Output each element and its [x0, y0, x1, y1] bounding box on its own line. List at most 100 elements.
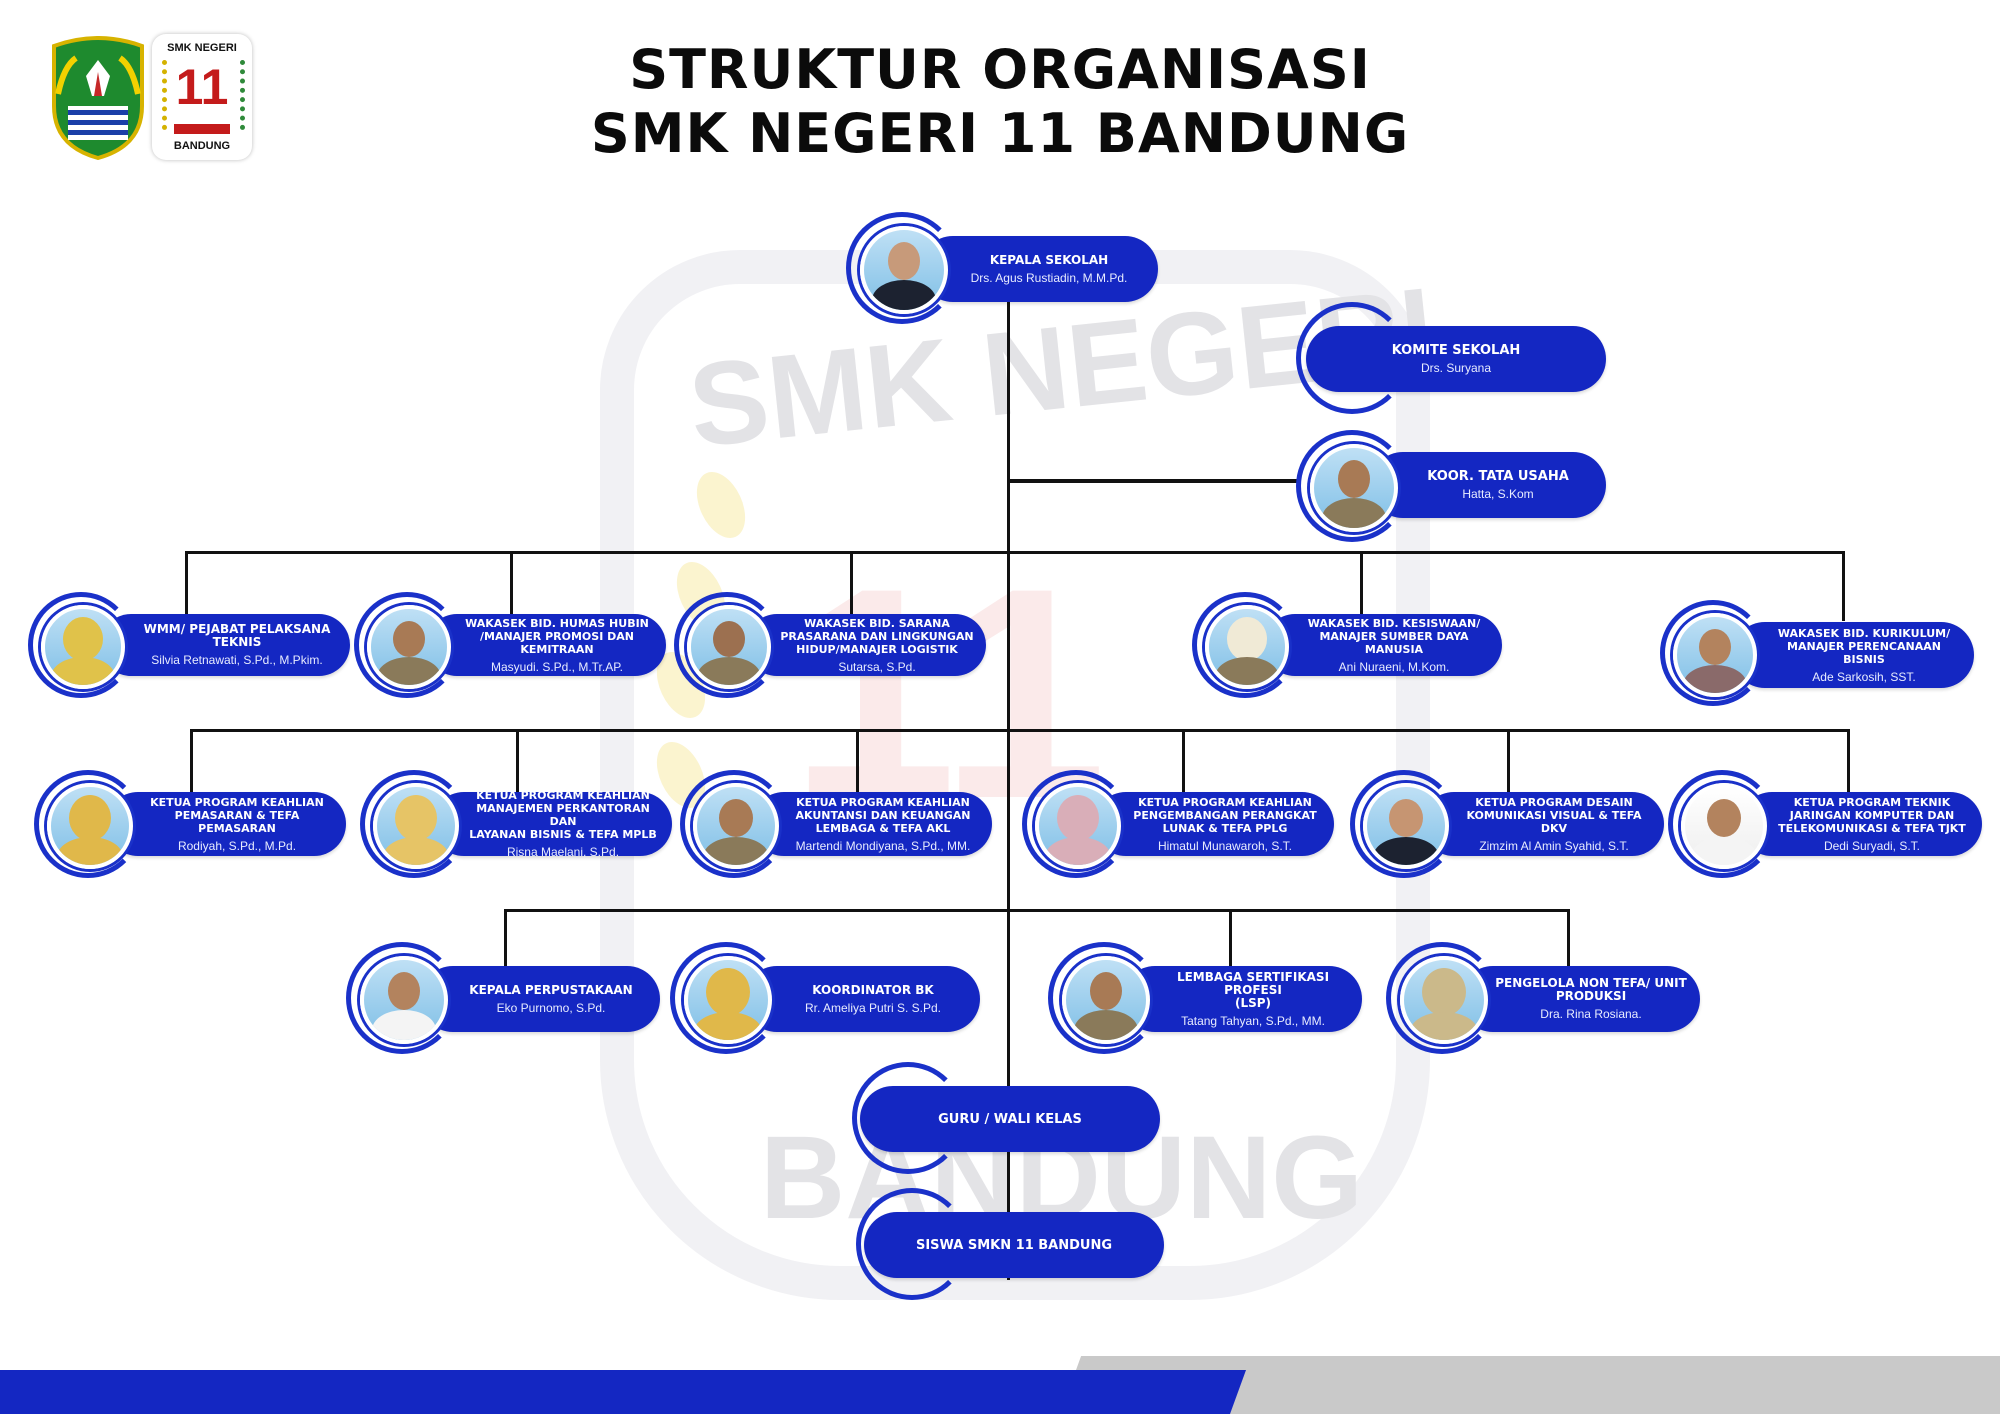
node-role: KETUA PROGRAM KEAHLIAN AKUNTANSI DAN KEU… [795, 795, 971, 835]
smk-logo-top: SMK NEGERI [167, 42, 237, 54]
node-role: WAKASEK BID. SARANA PRASARANA DAN LINGKU… [780, 616, 974, 656]
node-ring [670, 942, 782, 1054]
footer-blue-band [0, 1370, 1247, 1414]
kaprog-drop-line [1182, 729, 1185, 797]
node-pill: KETUA PROGRAM KEAHLIAN MANAJEMEN PERKANT… [432, 789, 672, 859]
units-bus-line [504, 909, 1570, 912]
photo-wakasek [1205, 605, 1289, 689]
node-pill: KETUA PROGRAM KEAHLIAN PEMASARAN & TEFA … [106, 792, 346, 856]
photo-unit [684, 956, 772, 1044]
node-role: GURU / WALI KELAS [938, 1111, 1082, 1127]
node-name: Rodiyah, S.Pd., M.Pd. [177, 838, 297, 853]
node-name: Drs. Suryana [1420, 360, 1492, 375]
node-pill: GURU / WALI KELAS [860, 1086, 1160, 1152]
node-ring [846, 212, 958, 324]
node-name: Drs. Agus Rustiadin, M.M.Pd. [970, 270, 1128, 285]
photo-wakasek [41, 605, 125, 689]
wakasek-drop-line [850, 551, 853, 621]
node-pill: WAKASEK BID. SARANA PRASARANA DAN LINGKU… [746, 614, 986, 676]
node-ring [1386, 942, 1498, 1054]
node-ring [1048, 942, 1160, 1054]
photo-kaprog [1035, 783, 1121, 869]
node-role: WAKASEK BID. HUMAS HUBIN /MANAJER PROMOS… [465, 616, 649, 656]
node-name: Ade Sarkosih, SST. [1812, 669, 1916, 684]
node-name: Tatang Tahyan, S.Pd., MM. [1181, 1013, 1325, 1028]
photo-kaprog [1681, 783, 1767, 869]
node-role: KETUA PROGRAM TEKNIK JARINGAN KOMPUTER D… [1778, 795, 1966, 835]
photo-wakasek [367, 605, 451, 689]
node-pill: KETUA PROGRAM DESAIN KOMUNIKASI VISUAL &… [1422, 792, 1664, 856]
node-role: PENGELOLA NON TEFA/ UNIT PRODUKSI [1495, 976, 1687, 1003]
node-name: Eko Purnomo, S.Pd. [496, 1000, 606, 1015]
node-role: KETUA PROGRAM DESAIN KOMUNIKASI VISUAL &… [1466, 795, 1642, 835]
node-pill: KETUA PROGRAM TEKNIK JARINGAN KOMPUTER D… [1740, 792, 1982, 856]
units-drop-line [1229, 909, 1232, 971]
node-role: SISWA SMKN 11 BANDUNG [915, 1237, 1113, 1253]
node-pill: WAKASEK BID. KURIKULUM/ MANAJER PERENCAN… [1732, 622, 1974, 688]
main-trunk-line [1007, 300, 1010, 1280]
node-name: Ani Nuraeni, M.Kom. [1338, 659, 1450, 674]
photo-unit [360, 956, 448, 1044]
kaprog-drop-line [190, 729, 193, 797]
photo-kepala-sekolah [860, 226, 948, 314]
node-role: LEMBAGA SERTIFIKASI PROFESI (LSP) [1176, 969, 1330, 1010]
node-name: Silvia Retnawati, S.Pd., M.Pkim. [151, 653, 323, 667]
node-ring [354, 592, 460, 698]
node-role: WAKASEK BID. KESISWAAN/ MANAJER SUMBER D… [1307, 616, 1481, 656]
node-pill: KOMITE SEKOLAH Drs. Suryana [1306, 326, 1606, 392]
node-name: Sutarsa, S.Pd. [838, 659, 916, 674]
photo-unit [1062, 956, 1150, 1044]
node-name: Risna Maelani, S.Pd. [506, 845, 620, 859]
smk-logo-number: 11 [175, 59, 229, 115]
wakasek-drop-line [510, 551, 513, 621]
kaprog-drop-line [516, 729, 519, 797]
page-title-line1: STRUKTUR ORGANISASI [629, 38, 1371, 101]
page-title-line2: SMK NEGERI 11 BANDUNG [590, 102, 1410, 165]
node-name: Hatta, S.Kom [1462, 486, 1534, 501]
kaprog-drop-line [1847, 729, 1850, 797]
smk-logo-cotton [228, 60, 245, 130]
node-ring [1660, 600, 1766, 706]
photo-koor-tata-usaha [1310, 444, 1398, 532]
node-name: Dedi Suryadi, S.T. [1823, 838, 1921, 853]
wakasek-drop-line [185, 551, 188, 621]
node-pill: KEPALA SEKOLAH Drs. Agus Rustiadin, M.M.… [920, 236, 1158, 302]
node-pill: WAKASEK BID. KESISWAAN/ MANAJER SUMBER D… [1264, 614, 1502, 676]
node-ring [1192, 592, 1298, 698]
node-role: WAKASEK BID. KURIKULUM/ MANAJER PERENCAN… [1777, 626, 1951, 666]
photo-kaprog [1363, 783, 1449, 869]
node-pill: KOORDINATOR BK Rr. Ameliya Putri S. S.Pd… [744, 966, 980, 1032]
node-pill: LEMBAGA SERTIFIKASI PROFESI (LSP) Tatang… [1122, 966, 1362, 1032]
node-role: WMM/ PEJABAT PELAKSANA TEKNIS [143, 622, 331, 649]
node-role: KOORDINATOR BK [812, 982, 934, 997]
node-name: Dra. Rina Rosiana. [1540, 1007, 1642, 1021]
node-ring [852, 1062, 964, 1174]
smk-logo-ribbon [174, 124, 230, 134]
node-ring [856, 1188, 968, 1300]
node-ring [28, 592, 134, 698]
jabar-logo [46, 36, 150, 161]
smk-logo-bottom: BANDUNG [173, 140, 231, 152]
node-ring [34, 770, 142, 878]
smk-logo-rice [162, 60, 179, 130]
photo-kaprog [693, 783, 779, 869]
kaprog-drop-line [1507, 729, 1510, 797]
wakasek-drop-line [1360, 551, 1363, 621]
node-name: Himatul Munawaroh, S.T. [1157, 838, 1293, 853]
node-pill: KETUA PROGRAM KEAHLIAN AKUNTANSI DAN KEU… [752, 792, 992, 856]
node-pill: PENGELOLA NON TEFA/ UNIT PRODUKSI Dra. R… [1460, 966, 1700, 1032]
kaprog-bus-line [190, 729, 1850, 732]
units-drop-line [1567, 909, 1570, 971]
node-name: Martendi Mondiyana, S.Pd., MM. [795, 838, 971, 853]
node-name: Rr. Ameliya Putri S. S.Pd. [804, 1000, 942, 1015]
units-drop-line [504, 909, 507, 971]
node-ring [1668, 770, 1776, 878]
node-role: KETUA PROGRAM KEAHLIAN MANAJEMEN PERKANT… [469, 789, 657, 841]
node-ring [680, 770, 788, 878]
node-role: KETUA PROGRAM KEAHLIAN PEMASARAN & TEFA … [150, 795, 324, 835]
node-ring [1296, 430, 1408, 542]
node-pill: SISWA SMKN 11 BANDUNG [864, 1212, 1164, 1278]
wakasek-bus-line [185, 551, 1845, 554]
node-ring [360, 770, 468, 878]
node-pill: KEPALA PERPUSTAKAAN Eko Purnomo, S.Pd. [420, 966, 660, 1032]
